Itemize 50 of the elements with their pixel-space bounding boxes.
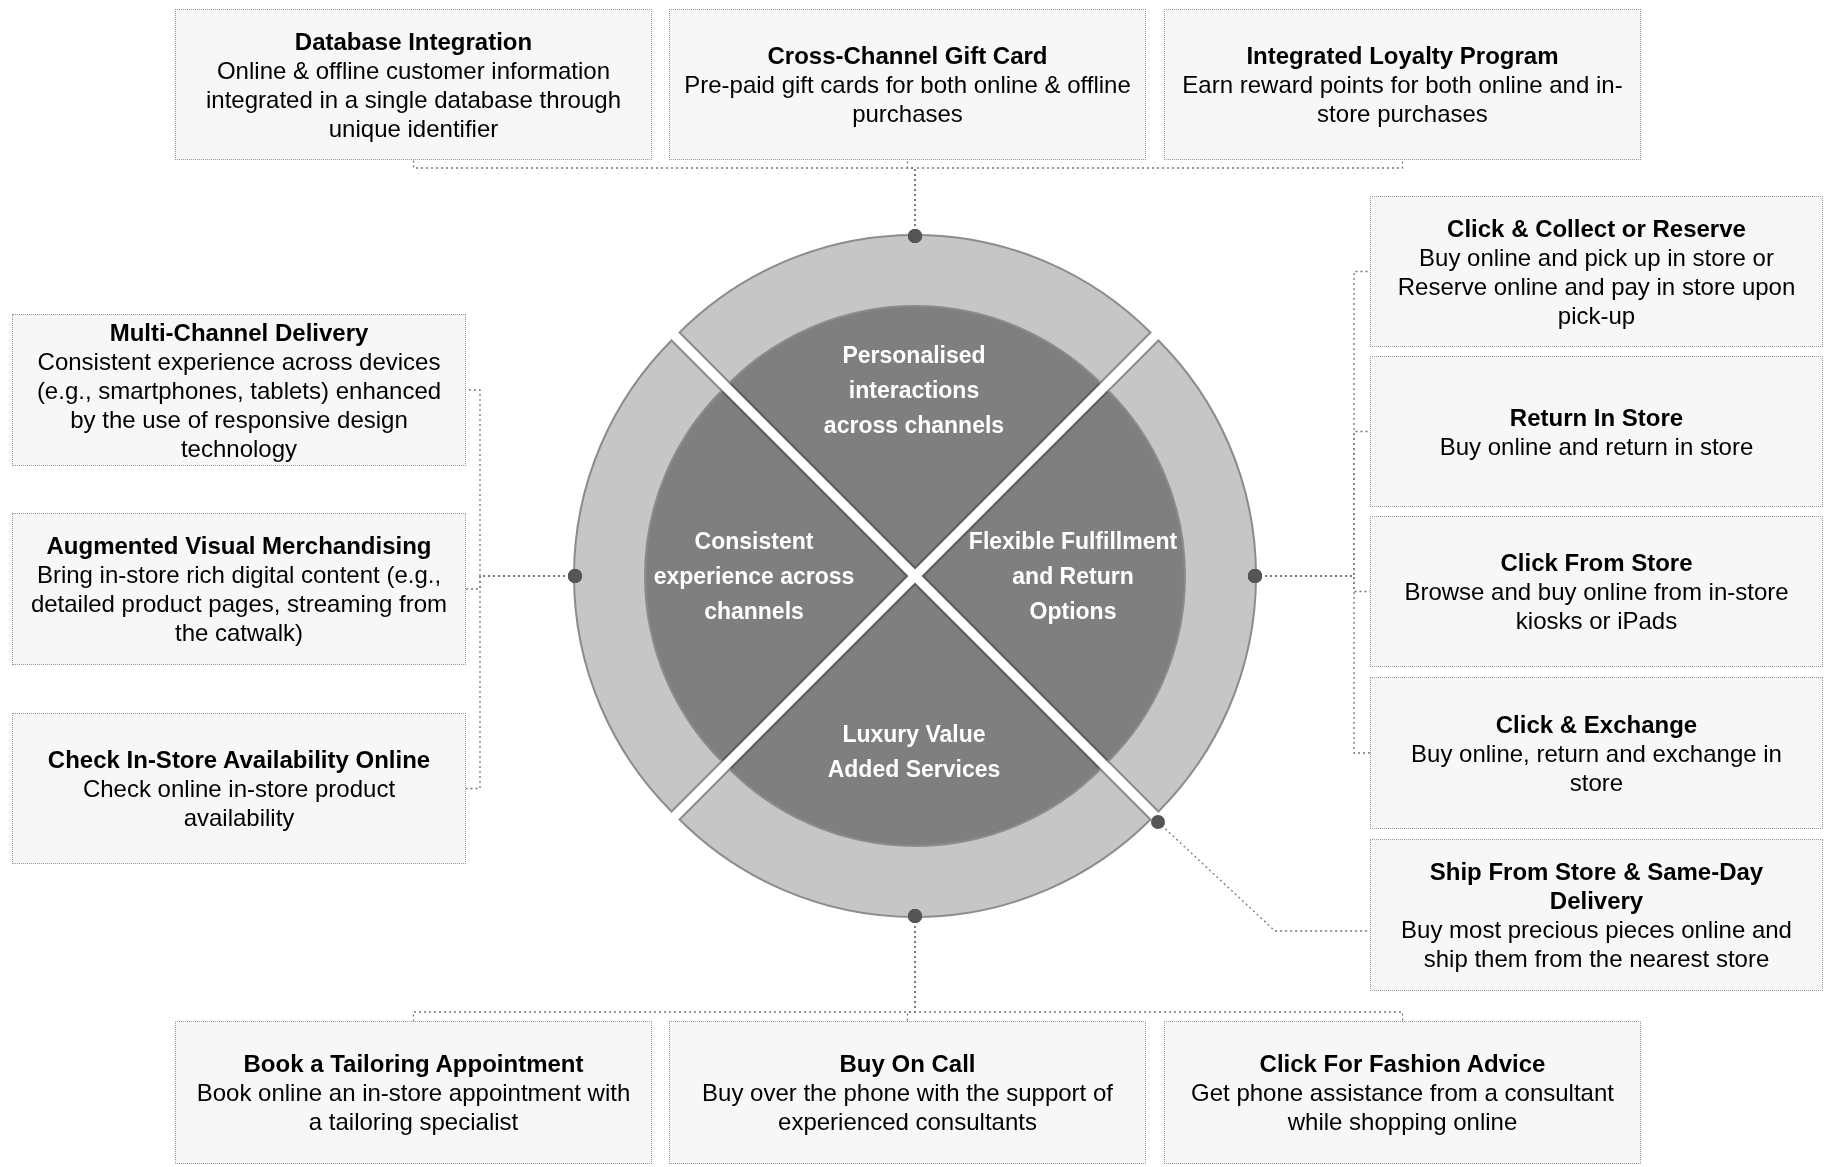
card-title: Check In-Store Availability Online [47, 745, 431, 774]
feature-card [669, 1021, 1146, 1164]
card-description: Buy online and pick up in store or Reserve online and pay in store upon pick-up [1396, 242, 1797, 330]
card-description: Browse and buy online from in-store kiosks or iPads [1403, 577, 1790, 635]
card-title: Ship From Store & Same-Day Delivery [1428, 857, 1765, 915]
feature-card [669, 9, 1146, 160]
feature-card [1370, 516, 1823, 667]
quadrant-label: Consistent experience across channels [649, 523, 859, 629]
feature-card [12, 713, 466, 864]
feature-card [1164, 9, 1641, 160]
card-description: Online & offline customer information integrated in a single database through unique identifier [205, 55, 622, 143]
card-description: Buy online, return and exchange in store [1410, 738, 1783, 797]
card-title: Book a Tailoring Appointment [243, 1049, 584, 1078]
card-title: Click From Store [1500, 548, 1693, 577]
card-title: Database Integration [294, 26, 533, 56]
card-title: Buy On Call [839, 1049, 976, 1078]
card-description: Buy online and return in store [1439, 431, 1754, 461]
feature-card [1370, 677, 1823, 829]
card-description: Book online an in-store appointment with a tailoring specialist [195, 1078, 632, 1136]
card-title: Return In Store [1509, 402, 1684, 432]
card-description: Earn reward points for both online and in-store purchases [1181, 70, 1624, 128]
card-title: Click & Collect or Reserve [1447, 213, 1746, 243]
card-description: Buy most precious pieces online and ship them from the nearest store [1400, 915, 1793, 973]
card-title: Click & Exchange [1495, 709, 1698, 739]
feature-card [175, 9, 652, 160]
card-title: Multi-Channel Delivery [109, 317, 369, 347]
card-title: Augmented Visual Merchandising [46, 531, 432, 560]
card-description: Get phone assistance from a consultant while shopping online [1190, 1078, 1615, 1136]
card-description: Check online in-store product availability [81, 774, 397, 832]
connector-line [465, 569, 582, 790]
connector-line [908, 159, 1404, 243]
quadrant-label: Personalised interactions across channels [809, 337, 1019, 443]
feature-card [175, 1021, 652, 1164]
card-description: Pre-paid gift cards for both online & offline purchases [683, 70, 1132, 128]
card-description: Bring in-store rich digital content (e.g., detailed product pages, streaming from the catwalk) [29, 560, 449, 647]
quadrant-label: Luxury Value Added Services [809, 717, 1019, 787]
card-title: Click For Fashion Advice [1259, 1049, 1546, 1078]
feature-card [1164, 1021, 1641, 1164]
connector-line [908, 909, 1404, 1022]
card-description: Consistent experience across devices (e.g., smartphones, tablets) enhanced by the use of responsive design technology [35, 346, 443, 463]
feature-card [1370, 356, 1823, 507]
feature-card [12, 314, 466, 466]
feature-card [12, 513, 466, 665]
feature-card [1370, 196, 1823, 347]
quadrant-label: Flexible Fulfillment and Return Options [968, 523, 1178, 629]
connector-line [1248, 569, 1371, 754]
feature-card [1370, 839, 1823, 991]
card-title: Cross-Channel Gift Card [767, 41, 1048, 70]
card-title: Integrated Loyalty Program [1246, 41, 1559, 70]
card-description: Buy over the phone with the support of experienced consultants [701, 1078, 1114, 1136]
